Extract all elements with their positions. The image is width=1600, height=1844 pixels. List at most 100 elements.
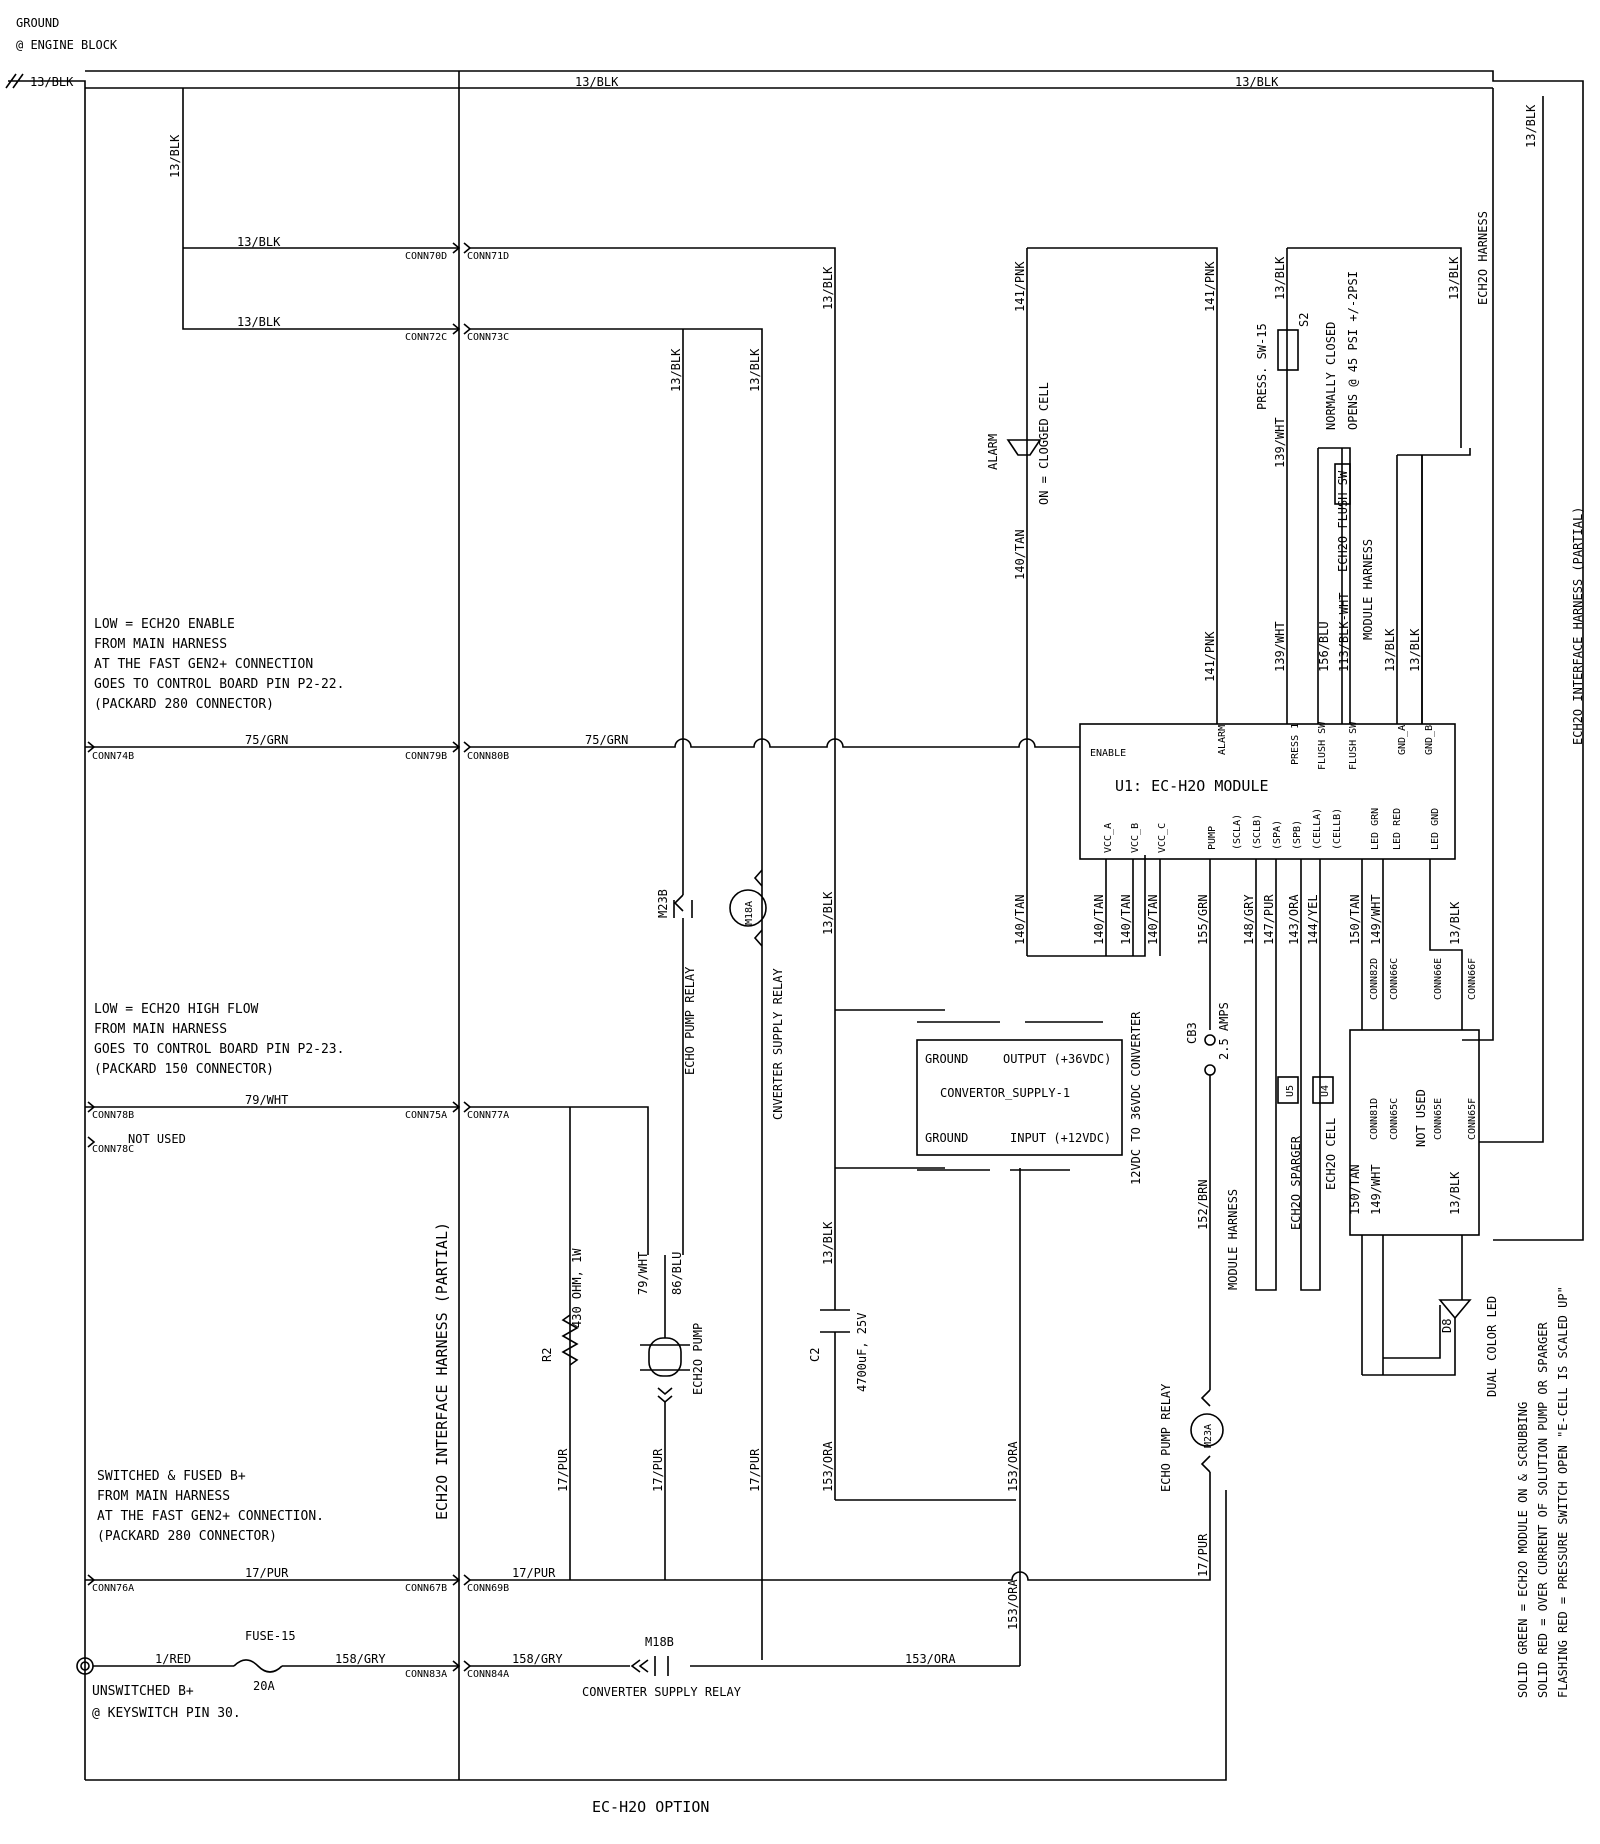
sparger-u5 (1277, 1076, 1299, 1104)
wire-label-13blk-right: 13/BLK (1524, 104, 1538, 148)
wire-label-17pur-665: 17/PUR (651, 1448, 665, 1492)
conn-73c-label: CONN73C (467, 332, 509, 343)
module-gnd-b: GND_B (1424, 725, 1435, 755)
dual-led-d8 (1362, 1299, 1472, 1376)
wire-label-141pnk-1027: 141/PNK (1013, 261, 1027, 312)
conn-76a-label: CONN76A (92, 1583, 134, 1594)
conn-70d-label: CONN70D (405, 251, 447, 262)
conn-65e-label: CONN65E (1433, 1098, 1444, 1140)
wire-label-158gry-left: 158/GRY (335, 1652, 386, 1666)
wire-label-13blk-vert: 13/BLK (168, 134, 182, 178)
wire-label-150tan-top: 150/TAN (1348, 894, 1362, 945)
wire-label-75grn-left: 75/GRN (245, 733, 288, 747)
module-led-grn: LED GRN (1370, 808, 1381, 850)
connector-72c-73c: CONN72C CONN73C (405, 323, 509, 343)
interface-harness-right: ECH2O INTERFACE HARNESS (PARTIAL) (1571, 507, 1585, 745)
wire-label-147pur: 147/PUR (1262, 894, 1276, 945)
nc-label: NORMALLY CLOSED (1324, 322, 1338, 430)
fuse-15 (233, 1659, 283, 1673)
wire-label-141pnk-1217a: 141/PNK (1203, 261, 1217, 312)
wire-label-113blkwht: 113/BLK-WHT (1337, 593, 1351, 672)
note-enable: LOW = ECH2O ENABLE FROM MAIN HARNESS AT … (94, 617, 344, 712)
wire-label-13blk-top-led: 13/BLK (1448, 901, 1462, 945)
wire-label-17pur-570: 17/PUR (556, 1448, 570, 1492)
module-spb: (SPB) (1292, 820, 1303, 850)
wire-label-13blk-bottom-led: 13/BLK (1448, 1171, 1462, 1215)
conn-67b-label: CONN67B (405, 1583, 447, 1594)
wire-label-13blk-ground: 13/BLK (30, 75, 74, 89)
wire-label-13blk-70d: 13/BLK (237, 235, 281, 249)
wire-label-153ora-835: 153/ORA (821, 1441, 835, 1492)
converter-name: CONVERTOR_SUPPLY-1 (940, 1086, 1070, 1100)
module-led-red: LED RED (1392, 808, 1403, 850)
note-hf-3: GOES TO CONTROL BOARD PIN P2-23. (94, 1042, 344, 1057)
conn-71d-label: CONN71D (467, 251, 509, 262)
note-sw-1: SWITCHED & FUSED B+ (97, 1469, 246, 1484)
alarm-buzzer (1006, 439, 1042, 456)
unswitched-1: UNSWITCHED B+ (92, 1684, 194, 1699)
conn-82d-label: CONN82D (1369, 958, 1380, 1000)
cell-u4 (1312, 1076, 1334, 1104)
d8-label: D8 (1440, 1319, 1454, 1333)
module-flush-a: FLUSH SW (1317, 721, 1328, 770)
module-vcc-a: VCC_A (1103, 823, 1114, 853)
note-enable-1: LOW = ECH2O ENABLE (94, 617, 235, 632)
legend-1: SOLID GREEN = ECH2O MODULE ON & SCRUBBIN… (1516, 1402, 1530, 1698)
wire-label-13blk-835: 13/BLK (821, 266, 835, 310)
echo-pump-relay-label-2: ECHO PUMP RELAY (1159, 1383, 1173, 1492)
cell-label: ECH2O CELL (1324, 1118, 1338, 1190)
relay-coil-m18a (729, 869, 767, 947)
echo-pump-relay-label: ECHO PUMP RELAY (683, 966, 697, 1075)
fuse-label: FUSE-15 (245, 1629, 296, 1643)
not-used-label: NOT USED (128, 1132, 186, 1146)
wire-label-17pur-right: 17/PUR (512, 1566, 556, 1580)
led-legend: SOLID GREEN = ECH2O MODULE ON & SCRUBBIN… (1516, 1286, 1570, 1698)
wire-label-148gry: 148/GRY (1242, 894, 1256, 945)
conn-79b-label: CONN79B (405, 751, 447, 762)
led-label: DUAL COLOR LED (1485, 1296, 1499, 1397)
pump-label: ECH2O PUMP (691, 1323, 705, 1395)
wire-label-13blk-top-1: 13/BLK (575, 75, 619, 89)
capacitor-c2 (820, 1309, 850, 1333)
conn-65c-label: CONN65C (1389, 1098, 1400, 1140)
connector-70d-71d: CONN70D CONN71D (405, 242, 509, 262)
m23a-label: M23A (1203, 1424, 1214, 1448)
note-hf-2: FROM MAIN HARNESS (94, 1022, 227, 1037)
conn-66c-label: CONN66C (1389, 958, 1400, 1000)
module-spa: (SPA) (1272, 820, 1283, 850)
wire-label-13blk-c2: 13/BLK (821, 1221, 835, 1265)
wire-label-140tan-b: 140/TAN (1119, 894, 1133, 945)
wire-label-140tan-alarm: 140/TAN (1013, 529, 1027, 580)
conn-84a-label: CONN84A (467, 1669, 509, 1680)
conn-78c-label: CONN78C (92, 1144, 134, 1155)
conn-77a-label: CONN77A (467, 1110, 509, 1121)
conn-72c-label: CONN72C (405, 332, 447, 343)
module-flush-b: FLUSH SW (1348, 721, 1359, 770)
module-scla: (SCLA) (1232, 814, 1243, 850)
wire-label-140tan-1027: 140/TAN (1013, 894, 1027, 945)
unswitched-2: @ KEYSWITCH PIN 30. (92, 1706, 241, 1721)
relay-contact-m18b (630, 1656, 669, 1676)
flush-label: ECH2O FLUSH SW (1336, 470, 1350, 572)
conn-81d-label: CONN81D (1369, 1098, 1380, 1140)
module-pump: PUMP (1207, 826, 1218, 850)
flush-switch (1334, 463, 1351, 505)
module-u1 (1079, 723, 1456, 860)
caption: EC-H2O OPTION (592, 1798, 709, 1816)
wire-label-150tan-bottom: 150/TAN (1348, 1164, 1362, 1215)
wire-label-139wht-mod: 139/WHT (1273, 621, 1287, 672)
wire-label-149wht-top: 149/WHT (1369, 894, 1383, 945)
note-enable-3: AT THE FAST GEN2+ CONNECTION (94, 657, 313, 672)
note-highflow: LOW = ECH2O HIGH FLOW FROM MAIN HARNESS … (94, 1002, 344, 1077)
wire-label-13blk-835b: 13/BLK (821, 891, 835, 935)
module-title: U1: EC-H2O MODULE (1115, 777, 1269, 795)
wire-label-155grn: 155/GRN (1196, 894, 1210, 945)
clogged-label: ON = CLOGGED CELL (1037, 382, 1051, 505)
m23b-label: M23B (656, 889, 670, 918)
module-cella: (CELLA) (1312, 808, 1323, 850)
converter-label: 12VDC TO 36VDC CONVERTER (1129, 1011, 1143, 1185)
u4-label: U4 (1320, 1085, 1331, 1097)
module-sclb: (SCLB) (1252, 814, 1263, 850)
wire-label-17pur-762: 17/PUR (748, 1448, 762, 1492)
